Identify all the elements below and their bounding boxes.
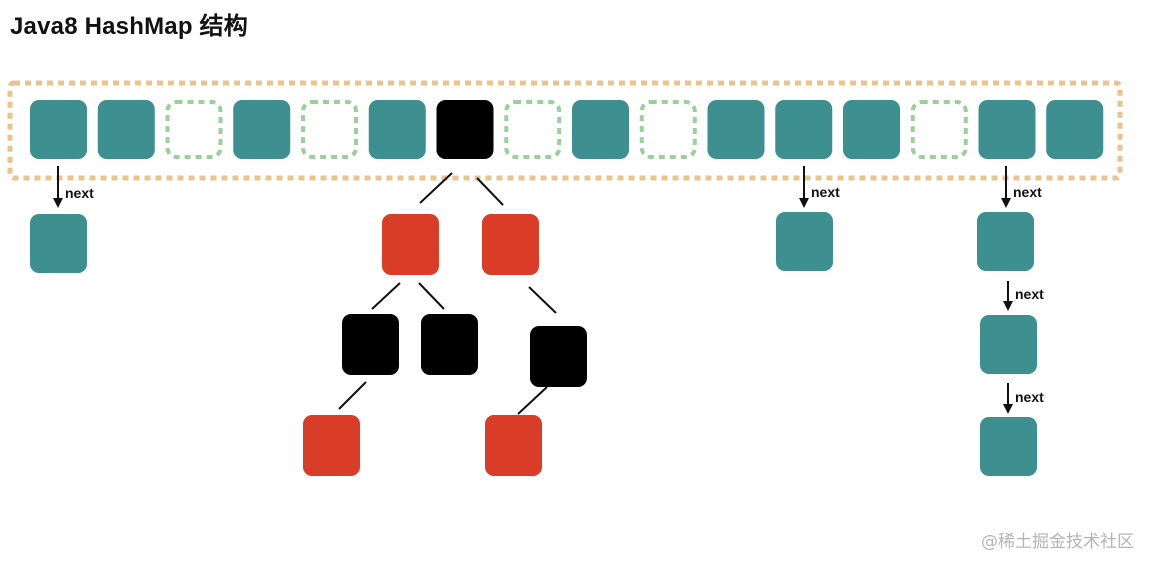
tree-node-red — [303, 415, 360, 476]
next-label: next — [1013, 184, 1042, 200]
filled-bucket — [30, 100, 87, 159]
tree-node-black — [421, 314, 478, 375]
tree-edge — [371, 282, 401, 310]
watermark-text: @稀土掘金技术社区 — [981, 532, 1134, 552]
linked-list-bucket-11: next — [776, 166, 840, 271]
red-black-tree — [303, 214, 587, 476]
next-label: next — [811, 184, 840, 200]
empty-bucket — [639, 100, 697, 159]
filled-bucket — [707, 100, 765, 159]
tree-edge — [338, 381, 367, 410]
empty-bucket — [301, 100, 358, 159]
tree-edges — [338, 172, 557, 415]
next-label: next — [1015, 286, 1044, 302]
tree-edge — [418, 282, 445, 310]
filled-bucket — [97, 100, 155, 159]
page-title: Java8 HashMap 结构 — [10, 13, 248, 40]
list-node — [30, 214, 87, 273]
filled-bucket — [572, 100, 629, 159]
list-node — [776, 212, 833, 271]
next-label: next — [65, 185, 94, 201]
list-node — [977, 212, 1034, 271]
empty-bucket — [165, 100, 223, 159]
filled-bucket — [233, 100, 291, 159]
list-node — [980, 417, 1037, 476]
tree-root-bucket — [436, 100, 494, 159]
filled-bucket — [978, 100, 1036, 159]
bucket-array — [30, 100, 1104, 159]
tree-node-black — [530, 326, 587, 387]
linked-list-bucket-14: next next next — [977, 166, 1044, 476]
list-node — [980, 315, 1037, 374]
tree-node-red — [382, 214, 439, 275]
tree-edge — [419, 172, 453, 204]
tree-edge — [528, 286, 557, 314]
tree-node-red — [485, 415, 542, 476]
filled-bucket — [1046, 100, 1104, 159]
filled-bucket — [843, 100, 900, 159]
linked-list-bucket-0: next — [30, 166, 94, 273]
tree-edge — [476, 177, 504, 206]
bucket-array-outline — [7, 80, 1123, 181]
tree-edge — [517, 386, 548, 415]
tree-node-red — [482, 214, 539, 275]
next-label: next — [1015, 389, 1044, 405]
filled-bucket — [368, 100, 426, 159]
empty-bucket — [504, 100, 562, 159]
tree-node-black — [342, 314, 399, 375]
filled-bucket — [775, 100, 833, 159]
empty-bucket — [910, 100, 968, 159]
